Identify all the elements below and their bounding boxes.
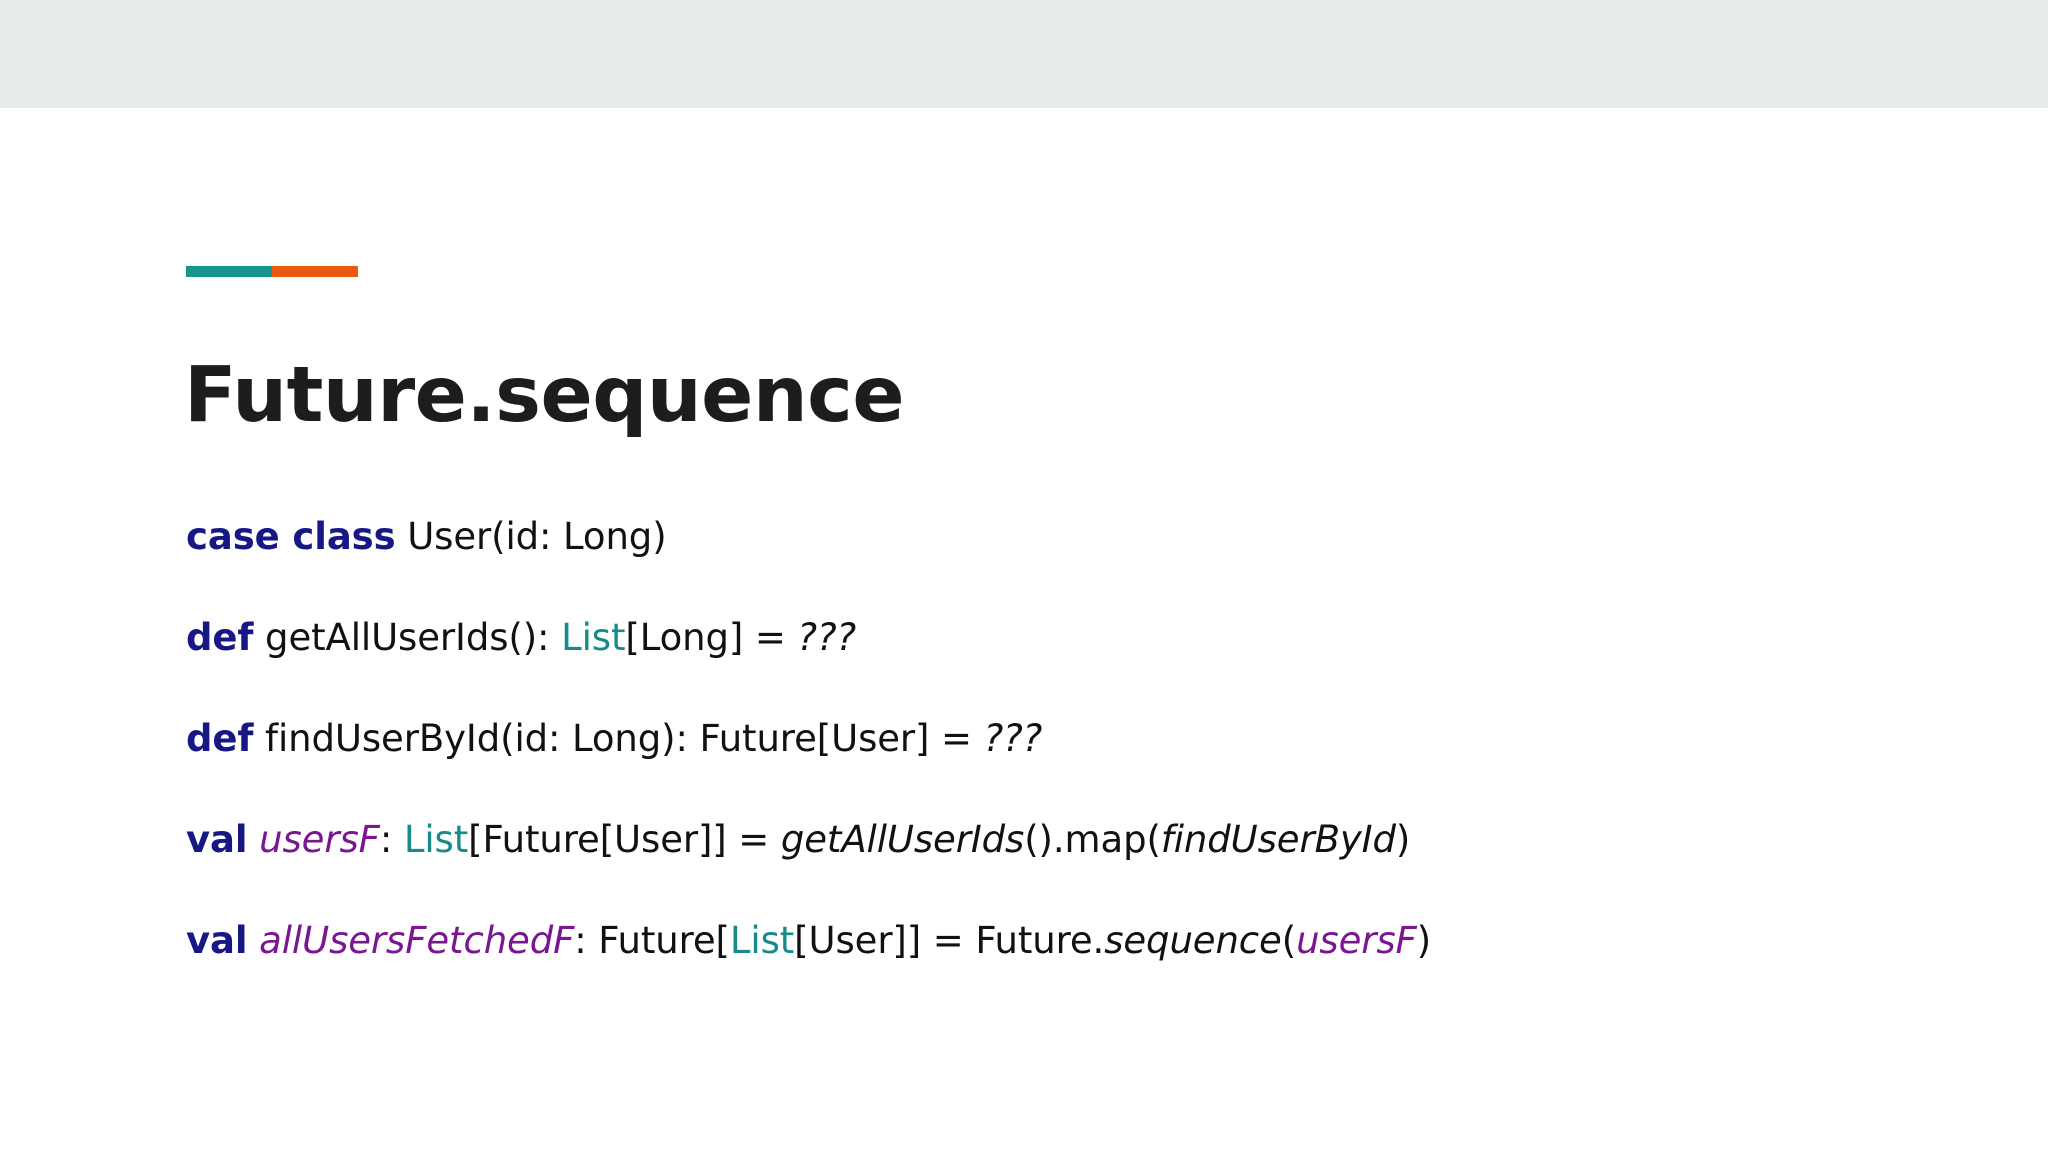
code-token: ) [1395, 818, 1411, 861]
line-val-all-users-fetched-f: val allUsersFetchedF: Future[List[User]]… [186, 890, 1946, 991]
code-token: List [561, 616, 626, 659]
code-token: ().map( [1024, 818, 1161, 861]
code-token: def [186, 717, 254, 760]
code-token: val [186, 919, 248, 962]
code-token: usersF [259, 818, 380, 861]
code-token: : Future[ [574, 919, 730, 962]
code-token: [User]] = Future. [794, 919, 1105, 962]
code-token: ) [1416, 919, 1432, 962]
code-token: [Long] = [625, 616, 798, 659]
code-token: val [186, 818, 248, 861]
code-token: findUserById [1160, 818, 1396, 861]
header-band [0, 0, 2048, 108]
code-token: User(id: Long) [395, 515, 667, 558]
code-token [247, 818, 259, 861]
code-token: usersF [1296, 919, 1417, 962]
code-token: case class [186, 515, 396, 558]
line-def-get-all-user-ids: def getAllUserIds(): List[Long] = ??? [186, 587, 1946, 688]
accent-rule [186, 266, 358, 277]
accent-rule-teal-segment [186, 266, 272, 277]
accent-rule-orange-segment [272, 266, 358, 277]
line-case-class-user: case class User(id: Long) [186, 486, 1946, 587]
code-token: List [729, 919, 795, 962]
code-token: List [403, 818, 469, 861]
code-token: [Future[User]] = [468, 818, 781, 861]
code-token: allUsersFetchedF [259, 919, 575, 962]
code-token: findUserById(id: Long): Future[User] = [253, 717, 984, 760]
code-token: getAllUserIds [780, 818, 1025, 861]
code-token: getAllUserIds(): [253, 616, 562, 659]
code-token: ??? [983, 717, 1043, 760]
code-block: case class User(id: Long)def getAllUserI… [186, 486, 1946, 991]
line-def-find-user-by-id: def findUserById(id: Long): Future[User]… [186, 688, 1946, 789]
page-title: Future.sequence [184, 350, 905, 440]
code-token [247, 919, 259, 962]
line-val-users-f: val usersF: List[Future[User]] = getAllU… [186, 789, 1946, 890]
code-token: : [379, 818, 404, 861]
code-token: ??? [797, 616, 857, 659]
code-token: sequence [1104, 919, 1282, 962]
code-token: def [186, 616, 254, 659]
code-token: ( [1281, 919, 1297, 962]
